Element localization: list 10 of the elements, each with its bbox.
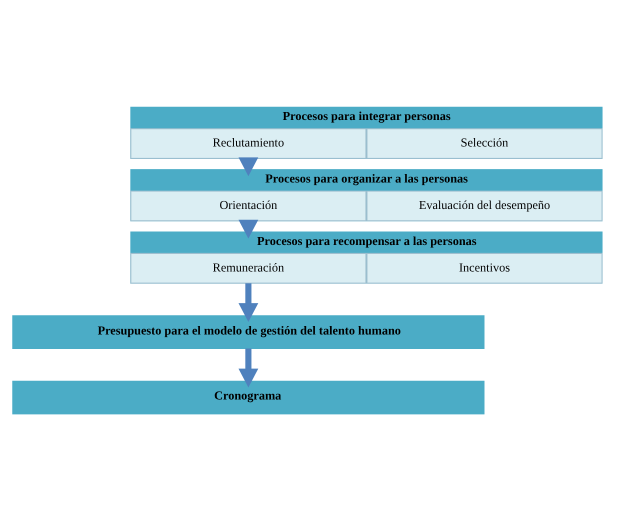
node-box: Selección xyxy=(366,128,603,159)
node-box: Presupuesto para el modelo de gestión del talento humano xyxy=(12,315,484,349)
node-box: Remuneración xyxy=(130,252,366,284)
node-box: Reclutamiento xyxy=(130,128,366,159)
arrow xyxy=(238,283,258,322)
node-box: Evaluación del desempeño xyxy=(366,190,603,222)
arrow xyxy=(238,348,258,388)
node-box: Incentivos xyxy=(366,252,603,284)
node-box: Cronograma xyxy=(12,380,484,414)
node-box: Orientación xyxy=(130,190,366,222)
